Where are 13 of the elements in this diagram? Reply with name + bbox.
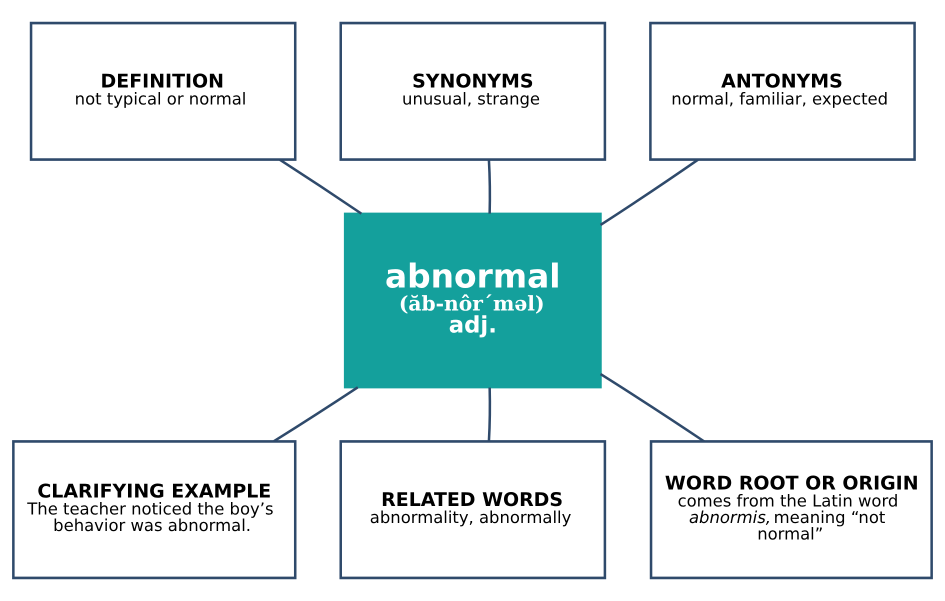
connector (273, 386, 358, 442)
connector (279, 158, 362, 215)
node-box: RELATED WORDS abnormality, abnormally (339, 440, 606, 580)
node-box: SYNONYMS unusual, strange (339, 22, 606, 161)
node-box: abnormal (ăb-nôr´məl) adj. (344, 212, 602, 388)
connector (488, 160, 492, 214)
node-box: ANTONYMS normal, familiar, expected (649, 22, 916, 161)
node-box: CLARIFYING EXAMPLE The teacher noticed the boy’s behavior was abnormal. (12, 440, 296, 580)
node-box: DEFINITION not typical or normal (30, 22, 296, 161)
connector (600, 372, 705, 442)
connector (600, 158, 699, 226)
connector (488, 388, 492, 442)
node-box: WORD ROOT OR ORIGIN comes from the Latin word abnormis, meaning “not normal” (650, 440, 933, 580)
